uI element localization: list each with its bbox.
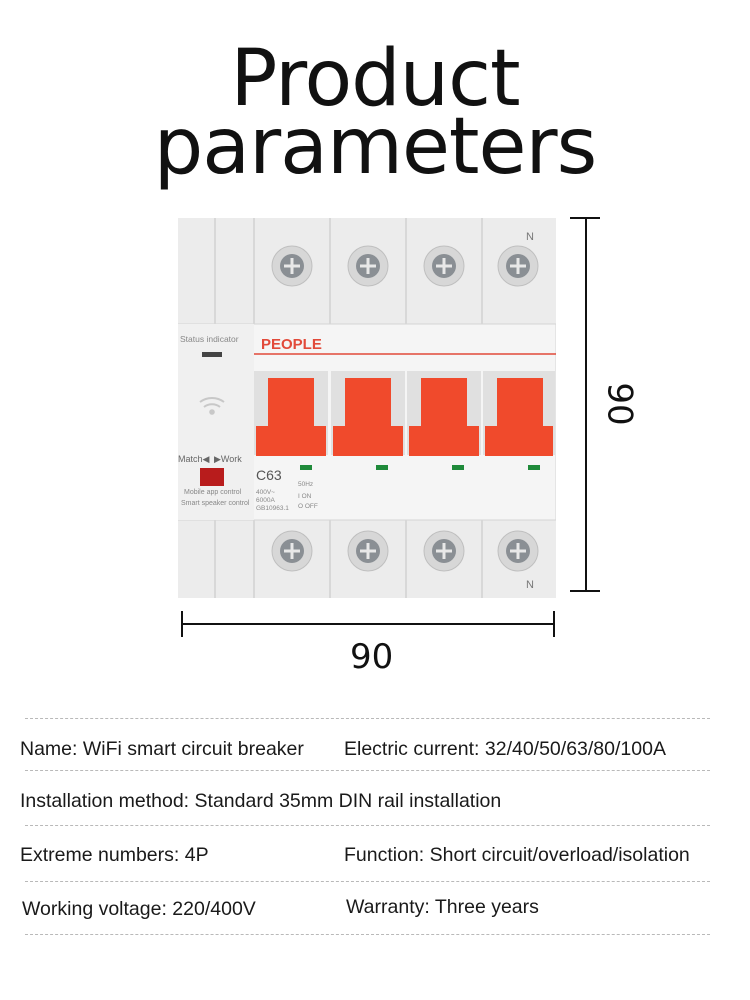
svg-text:50Hz: 50Hz (298, 481, 313, 488)
spec-current-value: 32/40/50/63/80/100A (484, 738, 666, 760)
spec-installation: Installation method: Standard 35mm DIN r… (20, 790, 501, 813)
height-dimension-cap-bottom (570, 590, 600, 592)
spec-function-value: Short circuit/overload/isolation (429, 844, 690, 866)
brand-logo: PEOPLE (261, 336, 322, 353)
svg-text:400V~: 400V~ (256, 489, 275, 496)
svg-text:Status indicator: Status indicator (180, 334, 239, 344)
width-dimension-cap-left (181, 611, 183, 637)
svg-text:Smart speaker control: Smart speaker control (181, 500, 250, 507)
spec-poles-label: Extreme numbers: (20, 844, 185, 866)
wifi-icon (199, 397, 225, 415)
spec-current-label: Electric current: (344, 738, 485, 760)
spec-current: Electric current: 32/40/50/63/80/100A (344, 738, 666, 761)
spec-voltage: Working voltage: 220/400V (22, 898, 256, 921)
spec-divider (25, 934, 710, 935)
spec-installation-label: Installation method: (20, 790, 195, 812)
breaker-handles (254, 371, 555, 456)
height-dimension-label: 90 (599, 382, 640, 426)
spec-divider (25, 770, 710, 771)
width-dimension-label: 90 (350, 637, 394, 677)
svg-text:O OFF: O OFF (298, 503, 318, 510)
page-title-line1: Product (230, 34, 520, 124)
svg-text:N: N (526, 231, 534, 243)
spec-name-value: WiFi smart circuit breaker (82, 738, 304, 760)
spec-installation-value: Standard 35mm DIN rail installation (194, 790, 502, 812)
spec-divider (25, 881, 710, 882)
page-title-line2: parameters (153, 102, 597, 192)
spec-function: Function: Short circuit/overload/isolati… (344, 844, 690, 867)
circuit-breaker-image: N PEOPLE Status indicator Match◀ ▶Work M… (178, 218, 556, 598)
svg-text:Mobile app control: Mobile app control (184, 489, 242, 496)
top-terminals (271, 245, 539, 287)
spec-function-label: Function: (344, 844, 430, 866)
svg-text:GB10963.1: GB10963.1 (256, 505, 289, 512)
spec-divider (25, 718, 710, 719)
spec-poles-value: 4P (184, 844, 209, 866)
svg-text:▶Work: ▶Work (214, 454, 242, 464)
spec-name: Name: WiFi smart circuit breaker (20, 738, 304, 761)
spec-warranty: Warranty: Three years (346, 896, 539, 919)
spec-warranty-label: Warranty: (346, 896, 435, 918)
height-dimension-cap-top (570, 217, 600, 219)
width-dimension-line (182, 623, 554, 625)
spec-divider (25, 825, 710, 826)
spec-warranty-value: Three years (434, 896, 539, 918)
svg-text:Match◀: Match◀ (178, 454, 210, 464)
svg-text:I ON: I ON (298, 493, 312, 500)
spec-voltage-value: 220/400V (172, 898, 256, 920)
svg-text:N: N (526, 579, 534, 591)
bottom-terminals (271, 530, 539, 572)
svg-text:6000A: 6000A (256, 497, 275, 504)
spec-poles: Extreme numbers: 4P (20, 844, 209, 867)
spec-voltage-label: Working voltage: (22, 898, 173, 920)
width-dimension-cap-right (553, 611, 555, 637)
height-dimension-line (585, 218, 587, 591)
svg-text:C63: C63 (256, 467, 282, 483)
spec-name-label: Name: (20, 738, 83, 760)
